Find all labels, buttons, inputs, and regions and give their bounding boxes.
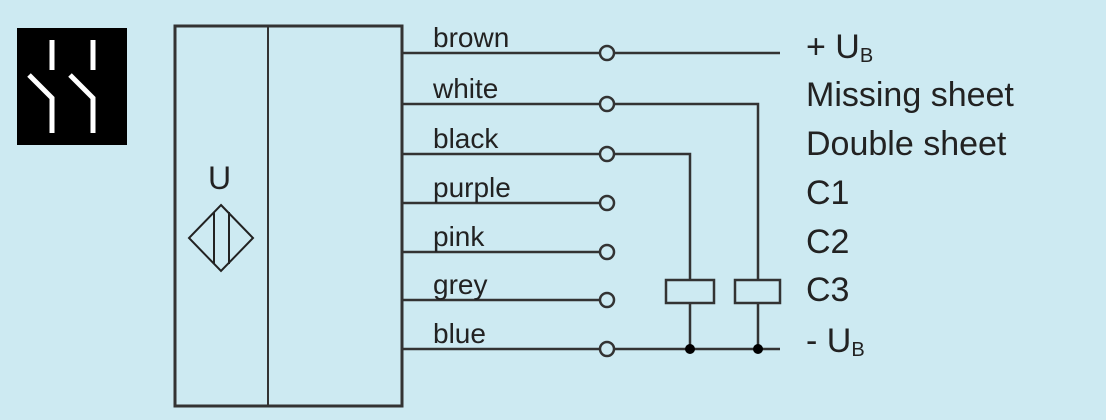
terminal-label-missing-sheet: Missing sheet	[806, 76, 1014, 114]
terminal-label-plus-ub: + UB	[806, 28, 874, 67]
terminal-label-c1: C1	[806, 174, 850, 212]
terminal-label-c2: C2	[806, 223, 850, 261]
terminal-label-c3: C3	[806, 271, 850, 309]
wire-label-black: black	[433, 123, 499, 154]
wires	[402, 51, 780, 351]
terminal-label-minus-ub: - UB	[806, 322, 865, 361]
wire-label-purple: purple	[433, 172, 511, 203]
wire-label-pink: pink	[433, 221, 485, 252]
wire-label-brown: brown	[433, 22, 510, 53]
terminal-label-double-sheet: Double sheet	[806, 125, 1007, 163]
wire-label-grey: grey	[433, 269, 488, 300]
wire-label-blue: blue	[433, 318, 486, 349]
sensor-label: U	[208, 160, 232, 196]
relay-coil-missing-sheet	[733, 278, 782, 305]
relay-coil-double-sheet	[664, 278, 716, 305]
relay-coils	[664, 278, 782, 305]
ultrasonic-transducer-icon	[187, 203, 255, 273]
sensor-housing	[173, 24, 404, 408]
junction-dots	[685, 344, 763, 354]
double-sheet-icon	[17, 28, 127, 145]
terminals	[598, 44, 616, 358]
wire-label-white: white	[433, 73, 499, 104]
